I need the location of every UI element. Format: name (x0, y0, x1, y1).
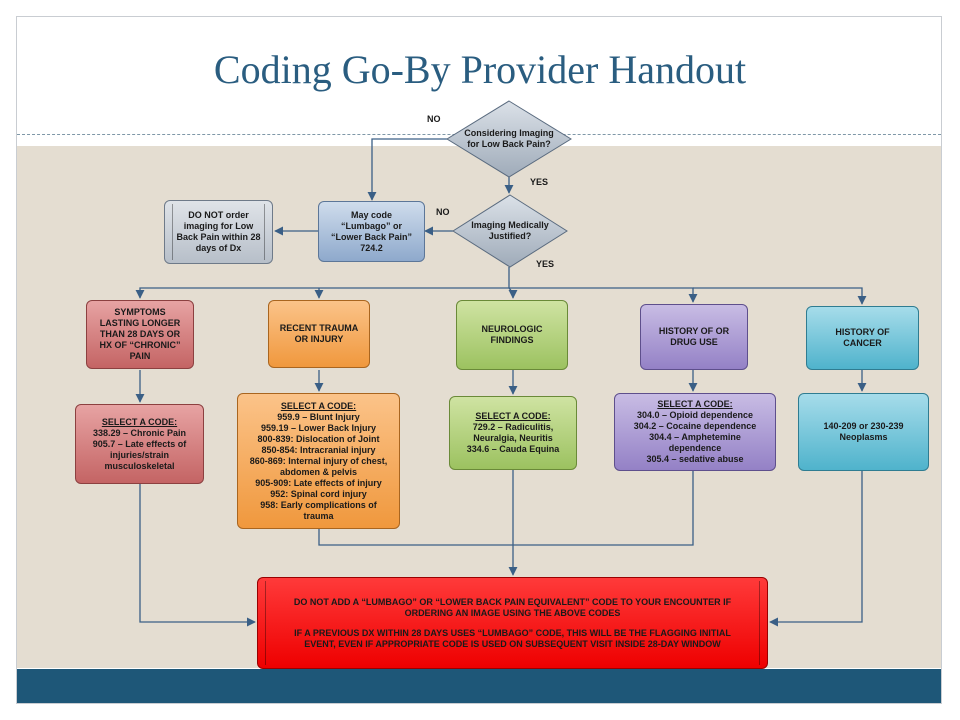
connector-bottom-4 (513, 470, 694, 546)
code-item: 304.0 – Opioid dependence (636, 410, 754, 420)
do-not-order-box: DO NOT order imaging for Low Back Pain w… (164, 200, 273, 264)
code-heading: SELECT A CODE: (657, 399, 733, 409)
code-item: 850-854: Intracranial injury (261, 444, 376, 455)
footer-bar (17, 669, 941, 703)
lumbago-warning-box: DO NOT ADD A “LUMBAGO” OR “LOWER BACK PA… (257, 577, 768, 669)
code-box-recent-trauma: SELECT A CODE: 959.9 – Blunt Injury 959.… (237, 393, 400, 529)
decision1-text: Considering Imaging for Low Back Pain? (464, 128, 554, 149)
connector-cat-5 (693, 287, 867, 305)
code-box-neurologic: SELECT A CODE: 729.2 – Radiculitis, Neur… (449, 396, 577, 470)
code-heading: SELECT A CODE: (280, 400, 357, 411)
may-code-lumbago-box: May code “Lumbago” or “Lower Back Pain” … (318, 201, 425, 262)
code-item: 952: Spinal cord injury (270, 488, 367, 499)
code-item: 959.19 – Lower Back Injury (260, 422, 377, 433)
warning-line-1: DO NOT ADD A “LUMBAGO” OR “LOWER BACK PA… (293, 596, 732, 618)
decision2-no-label: NO (436, 207, 450, 217)
code-item: 959.9 – Blunt Injury (277, 411, 360, 422)
code-item: 958: Early complications of trauma (260, 499, 377, 521)
connector-cat-3 (508, 287, 518, 299)
code-item: 905-909: Late effects of injury (255, 477, 382, 488)
code-heading: SELECT A CODE: (475, 411, 551, 421)
decision1-no-label: NO (427, 114, 441, 124)
category-neurologic-findings: NEUROLOGIC FINDINGS (456, 300, 568, 370)
code-heading: SELECT A CODE: (101, 416, 178, 427)
code-box-drug-use: SELECT A CODE: 304.0 – Opioid dependence… (614, 393, 776, 471)
decision1-yes-label: YES (530, 177, 549, 187)
code-item: 860-869: Internal injury of chest, abdom… (249, 455, 388, 477)
category-cancer: HISTORY OF CANCER (806, 306, 919, 370)
category-drug-use: HISTORY OF OR DRUG USE (640, 304, 748, 370)
code-item: 338.29 – Chronic Pain (92, 427, 187, 438)
code-item: 800-839: Dislocation of Joint (257, 433, 380, 444)
connector-no-1 (367, 138, 447, 201)
warning-line-2: IF A PREVIOUS DX WITHIN 28 DAYS USES “LU… (294, 627, 731, 649)
connector-bottom-1 (139, 484, 256, 627)
decision2-yes-label: YES (536, 259, 555, 269)
connector-bottom-5 (769, 470, 863, 627)
code-item: 334.6 – Cauda Equina (466, 444, 560, 454)
category-recent-trauma: RECENT TRAUMA OR INJURY (268, 300, 370, 368)
code-box-chronic-pain: SELECT A CODE: 338.29 – Chronic Pain 905… (75, 404, 204, 484)
code-item: 905.7 – Late effects of injuries/strain … (92, 438, 187, 471)
connector-bottom-2 (318, 529, 513, 546)
code-item: 304.2 – Cocaine dependence (633, 421, 757, 431)
decision-considering-imaging (446, 100, 572, 178)
category-chronic-pain: SYMPTOMS LASTING LONGER THAN 28 DAYS OR … (86, 300, 194, 369)
decision-medically-justified (452, 194, 568, 268)
code-item: 305.4 – sedative abuse (646, 454, 744, 464)
code-item: 304.4 – Amphetemine dependence (649, 432, 741, 453)
connector-cat-1 (135, 267, 510, 299)
code-box-cancer: 140-209 or 230-239 Neoplasms (798, 393, 929, 471)
code-item: 140-209 or 230-239 Neoplasms (823, 421, 904, 442)
decision2-text: Imaging Medically Justified? (471, 220, 549, 241)
code-item: 729.2 – Radiculitis, Neuralgia, Neuritis (472, 422, 554, 443)
page-title: Coding Go-By Provider Handout (213, 47, 747, 92)
